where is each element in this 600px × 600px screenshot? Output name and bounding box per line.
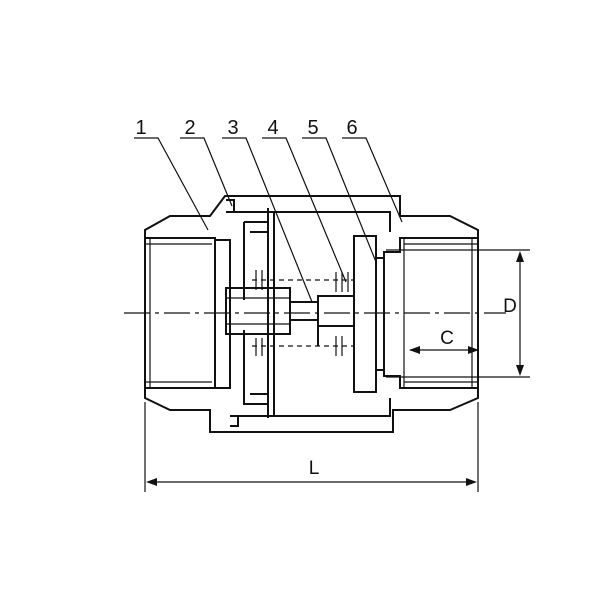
chamber-top	[230, 211, 391, 232]
leader-4	[262, 137, 347, 283]
dimension-d-label: D	[503, 296, 517, 317]
valve-body-outline	[144, 195, 479, 433]
callout-2: 2	[184, 117, 195, 139]
c-arrow-right	[468, 346, 479, 354]
leader-5	[302, 137, 377, 263]
callout-1: 1	[135, 117, 146, 139]
stem-hub	[225, 287, 291, 335]
callout-5: 5	[307, 117, 318, 139]
leader-6	[342, 137, 403, 223]
d-arrow-top	[516, 251, 524, 262]
leader-1	[134, 137, 209, 231]
dimension-l: L	[144, 402, 479, 492]
dimension-c-label: C	[440, 328, 454, 349]
leader-lines	[134, 137, 403, 303]
left-inner-wall	[215, 239, 231, 389]
dimension-l-label: L	[309, 458, 320, 479]
chamber-bottom	[230, 398, 391, 417]
valve-disc	[353, 235, 377, 393]
callout-3: 3	[227, 117, 238, 139]
l-arrow-right	[466, 478, 477, 486]
leader-3	[222, 137, 313, 303]
o-ring-groove-bottom	[230, 415, 239, 427]
dimension-c: C	[409, 328, 479, 354]
c-arrow-left	[409, 346, 420, 354]
callout-6: 6	[346, 117, 357, 139]
leader-2	[180, 137, 233, 207]
valve-stem	[290, 295, 355, 327]
callout-4: 4	[267, 117, 278, 139]
l-arrow-left	[146, 478, 157, 486]
disc-seal	[376, 257, 385, 371]
dimension-d: D	[386, 249, 530, 378]
d-arrow-bottom	[516, 365, 524, 376]
guide-ring-lower	[243, 330, 268, 405]
right-socket-bore	[383, 237, 478, 389]
